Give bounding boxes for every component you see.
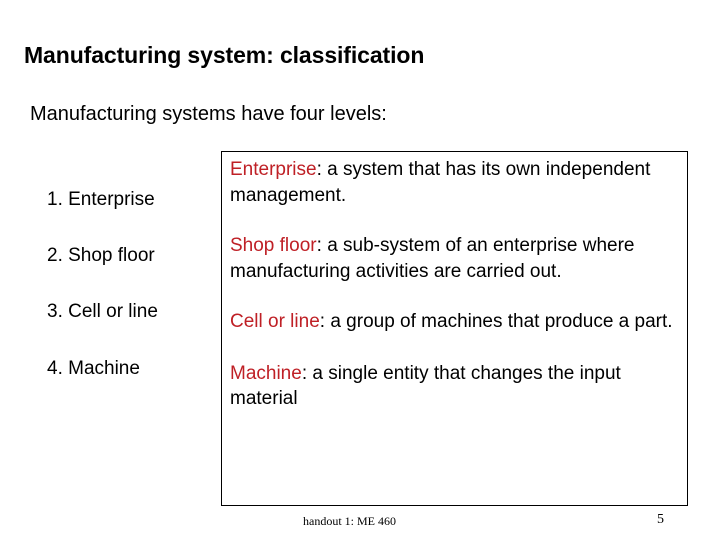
definitions-list: Enterprise: a system that has its own in… (230, 157, 681, 412)
list-item: 1. Enterprise (47, 189, 155, 210)
definition-entry: Cell or line: a group of machines that p… (230, 309, 681, 335)
definition-text: a single entity that changes the input m… (230, 362, 621, 410)
slide-subtitle: Manufacturing systems have four levels: (30, 103, 387, 125)
definition-entry: Machine: a single entity that changes th… (230, 361, 681, 412)
definition-entry: Shop floor: a sub-system of an enterpris… (230, 233, 681, 284)
definition-separator: : (319, 311, 331, 332)
definition-term: Cell or line (230, 311, 320, 332)
list-item: 4. Machine (47, 358, 140, 379)
definitions-box: Enterprise: a system that has its own in… (221, 151, 688, 506)
list-item: 3. Cell or line (47, 301, 158, 322)
definition-separator: : (301, 362, 313, 384)
definition-entry: Enterprise: a system that has its own in… (230, 157, 681, 208)
list-item: 2. Shop floor (47, 245, 155, 266)
definition-term: Machine (230, 362, 302, 384)
page-number: 5 (657, 512, 664, 527)
definition-separator: : (316, 235, 328, 256)
definition-separator: : (316, 159, 328, 180)
definition-text: a group of machines that produce a part. (330, 311, 673, 332)
definition-term: Enterprise (230, 159, 317, 180)
definition-text: a sub-system of an enterprise where manu… (230, 235, 635, 282)
definition-text: a system that has its own independent ma… (230, 159, 651, 206)
definition-term: Shop floor (230, 235, 317, 256)
footer-note: handout 1: ME 460 (303, 514, 396, 528)
page-title: Manufacturing system: classification (24, 42, 425, 68)
